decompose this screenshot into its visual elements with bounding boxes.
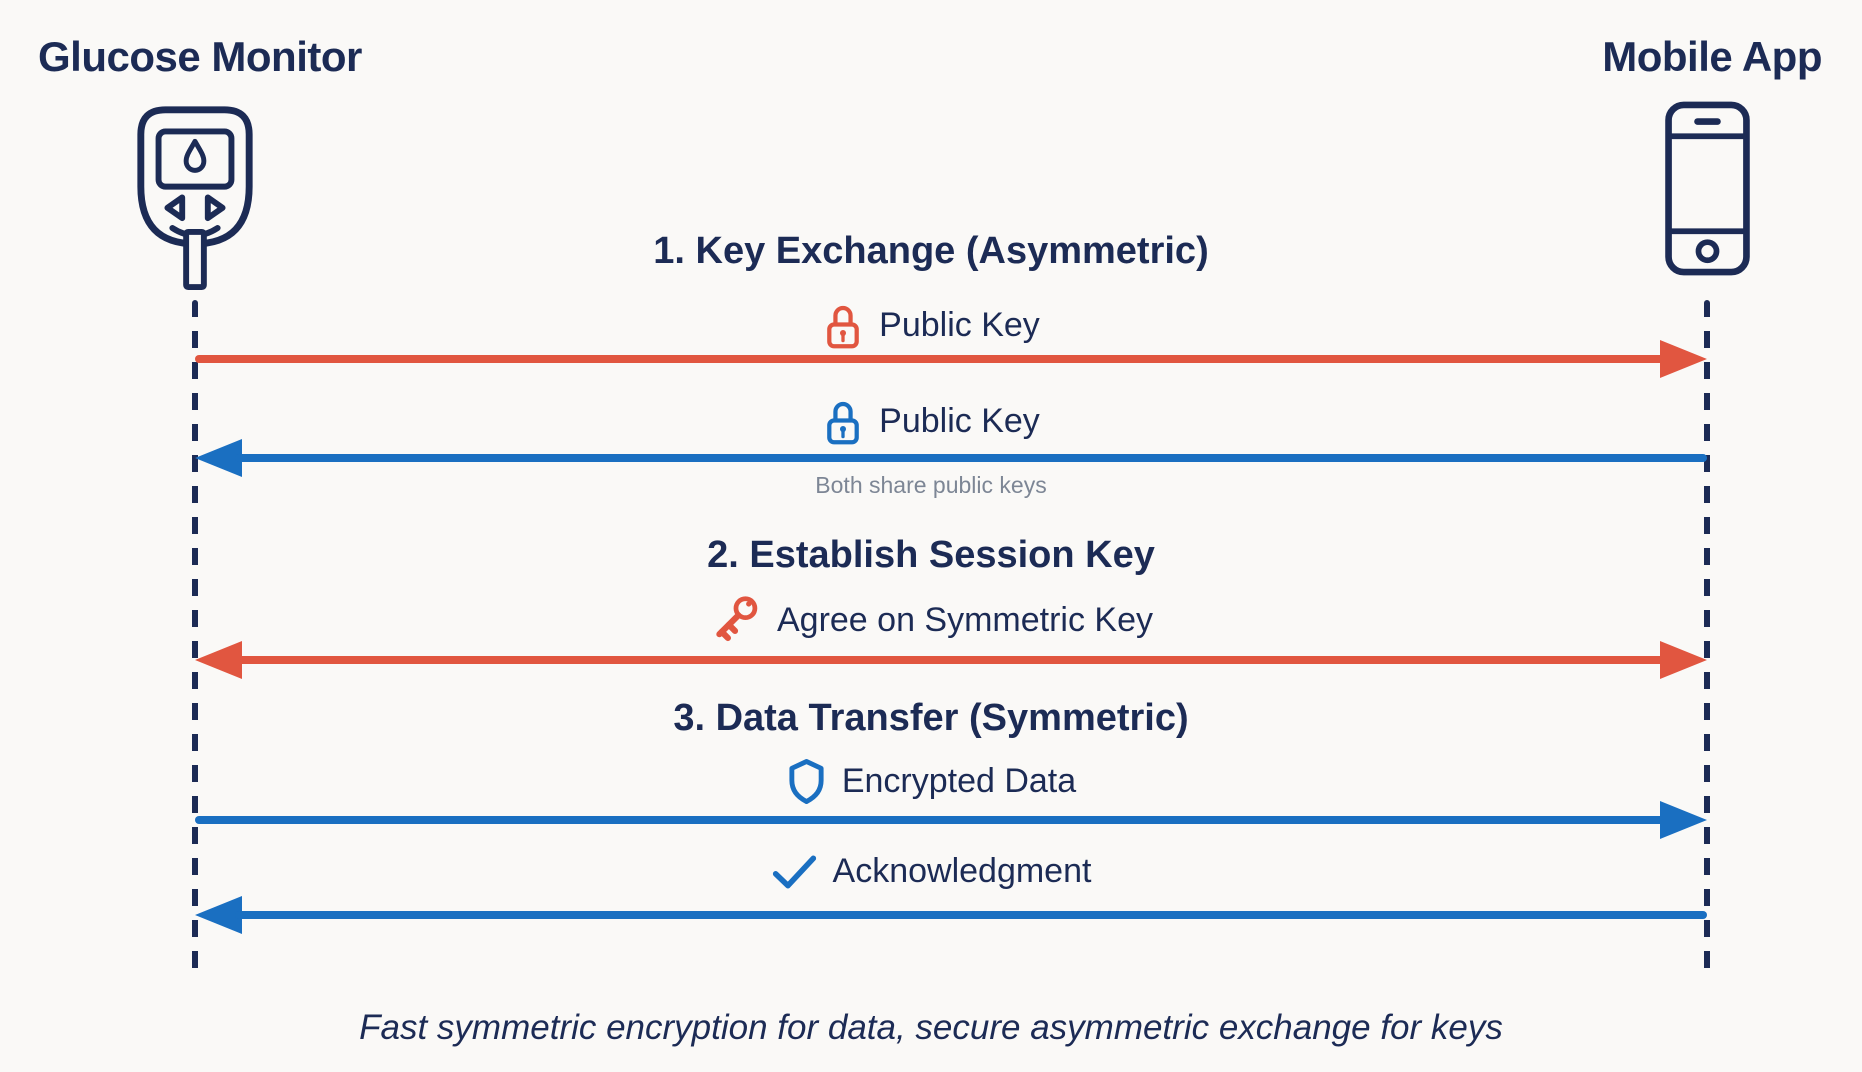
lifeline-glucose-monitor bbox=[192, 300, 198, 972]
section-2-title: 2. Establish Session Key bbox=[0, 534, 1862, 577]
arrow-agree-symmetric-key-bidirectional bbox=[195, 640, 1707, 680]
key-icon bbox=[716, 596, 758, 642]
section-3-title: 3. Data Transfer (Symmetric) bbox=[0, 697, 1862, 740]
section-title-text: 2. Establish Session Key bbox=[707, 534, 1155, 576]
lock-icon bbox=[827, 401, 859, 445]
actor-title-mobile-app: Mobile App bbox=[1602, 33, 1822, 80]
message-agree-symmetric-key: Agree on Symmetric Key bbox=[0, 594, 1862, 647]
message-encrypted-data: Encrypted Data bbox=[0, 757, 1862, 806]
message-public-key-1: Public Key bbox=[0, 300, 1862, 351]
diagram-caption: Fast symmetric encryption for data, secu… bbox=[0, 1008, 1862, 1048]
smartphone-icon bbox=[1660, 98, 1755, 284]
actor-title-glucose-monitor: Glucose Monitor bbox=[38, 33, 362, 80]
message-label: Encrypted Data bbox=[841, 762, 1077, 800]
check-icon bbox=[772, 855, 816, 888]
lock-icon bbox=[827, 305, 859, 349]
note-text: Both share public keys bbox=[815, 472, 1047, 498]
note-both-share-keys: Both share public keys bbox=[0, 472, 1862, 499]
glucose-monitor-icon bbox=[126, 96, 264, 298]
arrow-encrypted-data-right bbox=[195, 800, 1707, 840]
message-acknowledgment: Acknowledgment bbox=[0, 852, 1862, 891]
lifeline-mobile-app bbox=[1704, 300, 1710, 972]
caption-text: Fast symmetric encryption for data, secu… bbox=[359, 1008, 1503, 1047]
message-public-key-2: Public Key bbox=[0, 396, 1862, 447]
shield-icon bbox=[789, 759, 824, 804]
message-label: Public Key bbox=[879, 402, 1040, 440]
message-label: Acknowledgment bbox=[832, 852, 1092, 890]
arrow-public-key-right bbox=[195, 339, 1707, 379]
message-label: Public Key bbox=[879, 306, 1040, 344]
arrow-public-key-left bbox=[195, 438, 1707, 478]
message-label: Agree on Symmetric Key bbox=[776, 601, 1154, 639]
arrow-acknowledgment-left bbox=[195, 895, 1707, 935]
section-title-text: 3. Data Transfer (Symmetric) bbox=[673, 697, 1189, 739]
section-title-text: 1. Key Exchange (Asymmetric) bbox=[653, 230, 1209, 272]
section-1-title: 1. Key Exchange (Asymmetric) bbox=[0, 230, 1862, 273]
